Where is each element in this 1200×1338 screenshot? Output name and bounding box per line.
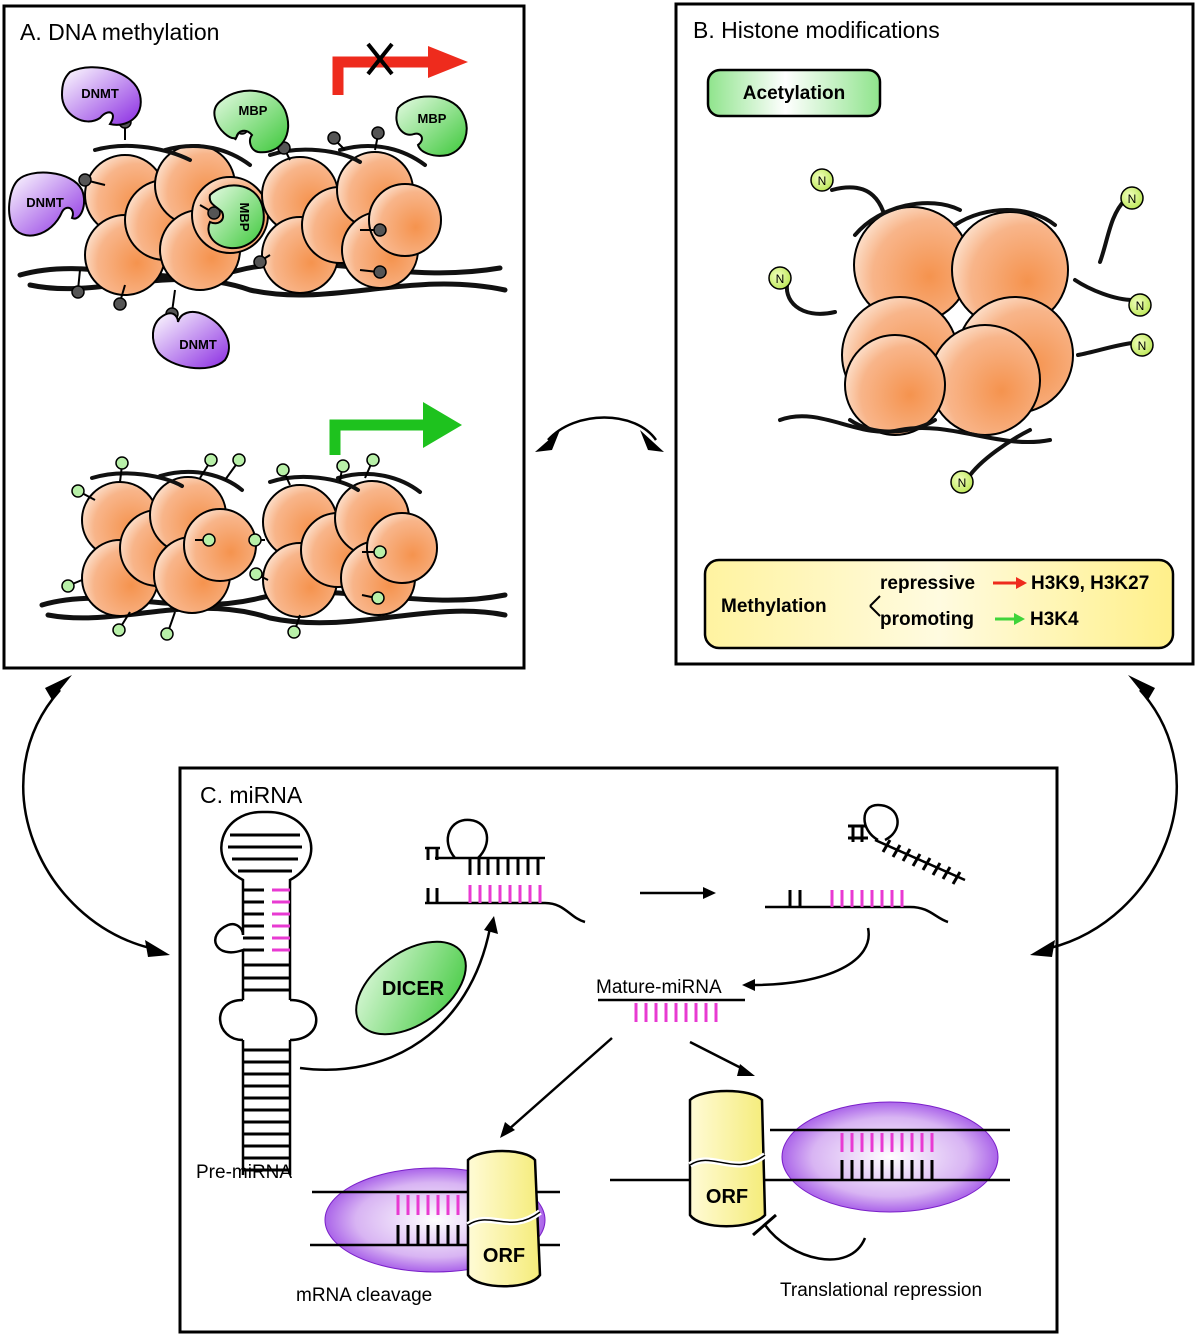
- mbp-label-2: MBP: [237, 203, 252, 232]
- acetylation-box: Acetylation: [706, 68, 882, 118]
- panel-a-title: A. DNA methylation: [20, 19, 219, 45]
- inhibition-bar: [752, 1213, 777, 1237]
- orf-label-2: ORF: [706, 1186, 748, 1208]
- dnmt-protein-2: DNMT: [8, 171, 86, 237]
- translational-repression-label: Translational repression: [780, 1280, 982, 1301]
- acetylation-label: Acetylation: [743, 83, 845, 104]
- nucleosome-cluster-bottom-right: [262, 471, 438, 618]
- mature-mirna-label: Mature-miRNA: [596, 977, 722, 998]
- dnmt-label-2: DNMT: [26, 195, 64, 210]
- panel-c-mirna: C. miRNA: [178, 766, 1059, 1334]
- pre-mirna-mature-strand: [272, 888, 290, 952]
- inhibition-line: [763, 1224, 867, 1261]
- svg-text:N: N: [776, 272, 785, 286]
- arrow-b-c: [1049, 689, 1178, 950]
- dicer-label: DICER: [382, 978, 445, 1000]
- panel-a-dna-methylation: A. DNA methylation: [2, 4, 526, 670]
- methylation-box: Methylation repressive H3K9, H3K27 promo…: [703, 558, 1175, 650]
- mbp-protein-2: MBP: [207, 184, 265, 250]
- mbp-protein-1: MBP: [213, 89, 290, 154]
- pre-mirna-base-pairs: [228, 833, 302, 1172]
- crosstalk-arrows: [22, 416, 1178, 957]
- mrna-cleavage-label: mRNA cleavage: [296, 1285, 432, 1306]
- panel-a-frame: [2, 4, 526, 670]
- promoting-label: promoting: [880, 609, 974, 630]
- mbp-protein-3: MBP: [395, 95, 468, 157]
- svg-text:N: N: [1138, 339, 1147, 353]
- mbp-label-3: MBP: [418, 111, 447, 126]
- svg-text:N: N: [1136, 299, 1145, 313]
- mirna-duplex-2: [765, 803, 966, 924]
- dnmt-label-1: DNMT: [81, 86, 119, 101]
- pre-mirna-hairpin: [214, 810, 318, 1175]
- panel-c-frame: [178, 766, 1059, 1334]
- dicer-enzyme: DICER: [355, 940, 467, 1036]
- dna-strand-top-2: [27, 276, 508, 298]
- branch-icon: [869, 595, 881, 617]
- mature-release-arrow: [751, 927, 870, 987]
- mrna-cleavage-complex: ORF: [310, 1149, 560, 1288]
- n-terminal-tails: N N N N N N: [768, 168, 1154, 494]
- promoting-marks: H3K4: [1030, 609, 1079, 630]
- n-tail-6: N: [950, 470, 974, 494]
- dnmt-label-3: DNMT: [179, 337, 217, 352]
- repressive-label: repressive: [880, 573, 975, 594]
- repressive-marks: H3K9, H3K27: [1031, 573, 1149, 594]
- mbp-label-1: MBP: [239, 103, 268, 118]
- unmethylated-sites: [61, 453, 387, 641]
- n-tail-5: N: [1130, 333, 1154, 357]
- active-transcription-arrow: [329, 402, 462, 455]
- svg-text:N: N: [958, 476, 967, 490]
- repressed-transcription-arrow: [332, 42, 468, 95]
- repression-path-arrow: [689, 1040, 746, 1072]
- histone-octamer: [778, 201, 1074, 445]
- arrow-a-c: [22, 689, 151, 950]
- panel-b-histone-modifications: B. Histone modifications Acetylation: [674, 2, 1195, 666]
- svg-text:N: N: [818, 174, 827, 188]
- dnmt-protein-1: DNMT: [60, 66, 142, 126]
- orf-label-1: ORF: [483, 1245, 525, 1267]
- dnmt-protein-3: DNMT: [152, 311, 230, 370]
- arrow-a-b: [547, 416, 658, 441]
- dicer-processing-arrow: [299, 927, 492, 1071]
- nucleosome-cluster-bottom-left: [81, 469, 257, 617]
- n-tail-2: N: [1120, 186, 1144, 210]
- n-tail-1: N: [810, 168, 834, 192]
- cleavage-path-arrow: [507, 1037, 613, 1131]
- pre-mirna-label: Pre-miRNA: [196, 1162, 292, 1183]
- svg-text:N: N: [1128, 192, 1137, 206]
- panel-b-frame: [674, 2, 1195, 666]
- mature-mirna: Mature-miRNA: [596, 977, 745, 1022]
- translational-repression-complex: ORF: [610, 1089, 1010, 1261]
- panel-c-title: C. miRNA: [200, 782, 303, 808]
- n-tail-4: N: [1128, 293, 1152, 317]
- cross-icon: [366, 42, 394, 76]
- mirna-duplex-1: [425, 818, 586, 924]
- panel-b-title: B. Histone modifications: [693, 17, 940, 43]
- methylation-label: Methylation: [721, 596, 827, 617]
- n-tail-3: N: [768, 266, 792, 290]
